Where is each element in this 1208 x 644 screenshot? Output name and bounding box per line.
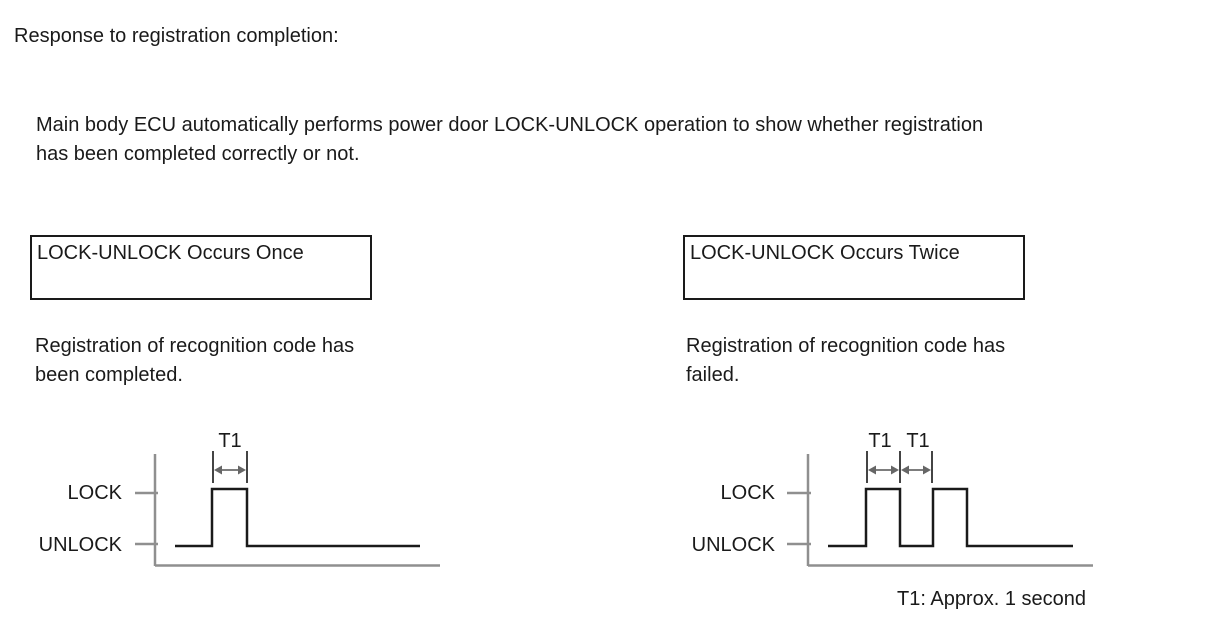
right-lock-label: LOCK <box>721 482 776 504</box>
left-t1-arrowhead-right <box>238 465 246 475</box>
left-unlock-label: UNLOCK <box>39 534 123 556</box>
caption-completed: Registration of recognition code has bee… <box>35 332 354 390</box>
lock-unlock-twice-box: LOCK-UNLOCK Occurs Twice <box>683 235 1025 300</box>
left-t1-label: T1 <box>218 430 241 452</box>
right-unlock-label: UNLOCK <box>692 534 776 556</box>
lock-unlock-twice-label: LOCK-UNLOCK Occurs Twice <box>690 242 960 264</box>
lock-unlock-once-label: LOCK-UNLOCK Occurs Once <box>37 242 304 264</box>
right-t1-arrowhead-1-left <box>868 465 876 475</box>
intro-line-1: Main body ECU automatically performs pow… <box>36 114 984 136</box>
right-t1-arrowhead-2-right <box>923 465 931 475</box>
t1-definition-note: T1: Approx. 1 second <box>897 588 1087 610</box>
right-t1-arrowhead-1-right <box>891 465 899 475</box>
caption-failed-line-2: failed. <box>686 364 740 386</box>
right-t1-arrowhead-2-left <box>901 465 909 475</box>
caption-completed-line-2: been completed. <box>35 364 183 386</box>
right-t1-label-1: T1 <box>868 430 891 452</box>
left-waveform <box>175 487 420 548</box>
left-lock-label: LOCK <box>68 482 123 504</box>
right-t1-label-2: T1 <box>906 430 929 452</box>
timing-diagram-single-pulse: LOCK UNLOCK T1 <box>39 430 440 567</box>
caption-failed: Registration of recognition code has fai… <box>686 332 1005 390</box>
caption-completed-line-1: Registration of recognition code has <box>35 335 355 357</box>
left-t1-arrowhead-left <box>214 465 222 475</box>
intro-line-2: has been completed correctly or not. <box>36 143 360 165</box>
timing-diagram-double-pulse: LOCK UNLOCK T1 T1 <box>692 430 1093 567</box>
right-waveform <box>828 487 1073 548</box>
intro-paragraph: Main body ECU automatically performs pow… <box>36 111 983 169</box>
lock-unlock-once-box: LOCK-UNLOCK Occurs Once <box>30 235 372 300</box>
caption-failed-line-1: Registration of recognition code has <box>686 335 1006 357</box>
page-title: Response to registration completion: <box>14 25 339 47</box>
